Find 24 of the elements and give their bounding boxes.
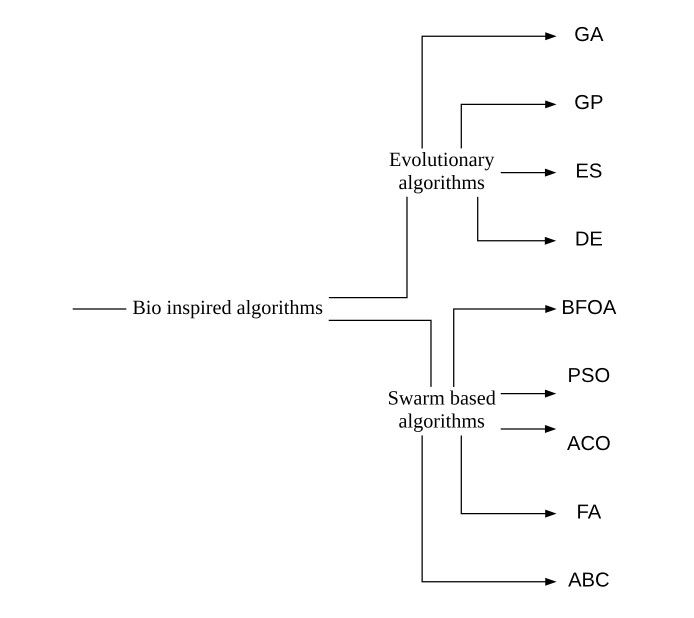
node-text: Bio inspired algorithms (132, 296, 323, 319)
node-text: BFOA (561, 296, 616, 319)
node-text: DE (574, 228, 603, 251)
node-text: GP (574, 92, 604, 114)
arrow (460, 436, 557, 518)
arrow (422, 435, 557, 586)
connector (328, 320, 432, 387)
arrow (460, 100, 557, 148)
node-text: ABC (568, 570, 610, 592)
node-text: GA (574, 24, 604, 46)
node-text: Evolutionary algorithms (389, 149, 494, 194)
node-text: PSO (568, 364, 610, 387)
arrow (477, 196, 556, 245)
node-text: ES (575, 160, 602, 182)
arrow (422, 32, 557, 149)
arrow (453, 305, 557, 388)
node-text: FA (576, 501, 602, 524)
connector (72, 308, 126, 310)
connector (328, 196, 408, 298)
arrow (500, 390, 556, 398)
node-text: Swarm based algorithms (388, 388, 496, 432)
node-text: ACO (566, 433, 611, 456)
arrow (500, 168, 556, 177)
arrow (500, 425, 556, 433)
